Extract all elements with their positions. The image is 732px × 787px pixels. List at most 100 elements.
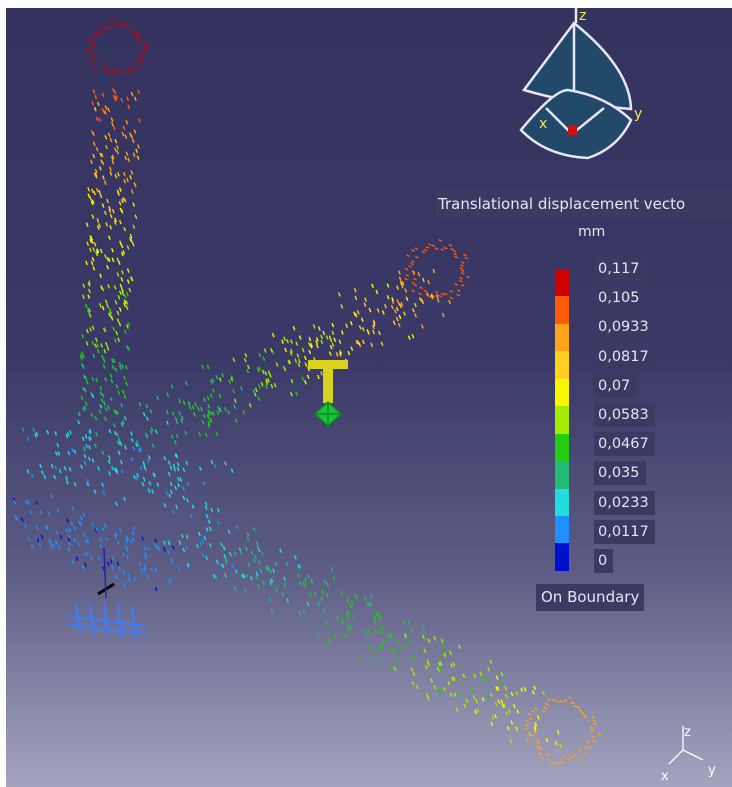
vector-arrow xyxy=(118,321,122,327)
vector-arrow xyxy=(100,398,104,403)
vector-arrow xyxy=(91,101,95,106)
vector-arrow xyxy=(32,427,36,432)
vector-arrow xyxy=(417,272,421,277)
vector-arrow xyxy=(86,328,89,334)
vector-arrow xyxy=(265,384,268,390)
vector-arrow xyxy=(281,592,284,597)
vector-arrow xyxy=(515,691,519,696)
vector-arrow xyxy=(122,250,126,255)
vector-arrow xyxy=(243,357,247,363)
vector-arrow xyxy=(101,92,105,98)
vector-arrow xyxy=(206,395,210,401)
vector-arrow xyxy=(84,434,88,439)
vector-arrow xyxy=(149,408,153,414)
vector-arrow xyxy=(39,463,42,468)
vector-arrow xyxy=(84,539,88,544)
vector-arrow xyxy=(472,695,476,700)
vector-arrow xyxy=(208,526,212,532)
vector-arrow xyxy=(122,171,126,177)
vector-arrow xyxy=(402,618,406,624)
vector-arrow xyxy=(229,551,232,557)
vector-arrow xyxy=(103,327,106,333)
vector-arrow xyxy=(325,335,329,340)
vector-arrow xyxy=(95,251,99,257)
legend-value-label: 0 xyxy=(594,549,614,573)
vector-arrow xyxy=(171,411,175,417)
vector-arrow xyxy=(92,247,95,252)
vector-arrow xyxy=(456,692,460,697)
legend-value-label: 0,0233 xyxy=(594,490,655,515)
vector-arrow xyxy=(363,302,367,307)
vector-arrow xyxy=(137,118,141,123)
vector-arrow xyxy=(127,573,131,578)
vector-arrow xyxy=(216,520,220,526)
vector-arrow xyxy=(82,283,86,289)
3d-viewport[interactable]: z x y z x y Translational displacement v… xyxy=(6,8,732,787)
vector-arrow xyxy=(99,543,103,549)
vector-arrow xyxy=(98,223,101,228)
vector-arrow xyxy=(125,305,129,310)
vector-arrow xyxy=(257,366,261,371)
vector-arrow xyxy=(46,525,49,530)
vector-arrow xyxy=(125,537,129,543)
vector-arrow xyxy=(120,468,124,474)
vector-arrow xyxy=(551,698,556,702)
vector-arrow xyxy=(138,51,143,55)
displacement-vector-plot[interactable]: z x y z x y xyxy=(6,8,732,787)
vector-arrow xyxy=(113,25,117,29)
vector-arrow xyxy=(107,459,111,465)
vector-arrow xyxy=(503,703,506,708)
vector-arrow xyxy=(109,171,113,176)
vector-arrow xyxy=(102,358,106,364)
vector-arrow xyxy=(105,144,108,150)
vector-arrow xyxy=(108,428,112,434)
vector-arrow xyxy=(81,436,85,442)
vector-arrow xyxy=(88,288,91,294)
vector-arrow xyxy=(414,247,419,251)
vector-arrow xyxy=(197,531,201,537)
axis-y-label: y xyxy=(708,763,716,778)
vector-arrow xyxy=(89,327,92,332)
vector-arrow xyxy=(316,631,320,637)
vector-arrow xyxy=(36,538,40,543)
vector-arrow xyxy=(427,661,430,667)
vector-arrow xyxy=(406,254,410,258)
vector-arrow xyxy=(26,436,30,442)
vector-arrow xyxy=(88,279,91,284)
compass-icon[interactable]: z x y xyxy=(519,8,642,160)
legend-swatch xyxy=(555,323,569,352)
vector-arrow xyxy=(92,353,96,358)
vector-arrow xyxy=(459,266,464,270)
vector-arrow xyxy=(265,566,268,571)
vector-arrow xyxy=(373,615,377,621)
vector-arrow xyxy=(443,652,447,658)
vector-arrow xyxy=(330,567,334,572)
axis-triad-icon: z x y xyxy=(661,725,716,784)
vector-arrow xyxy=(374,648,378,654)
vector-arrow xyxy=(54,451,58,456)
vector-arrow xyxy=(356,657,360,662)
vector-arrow xyxy=(73,537,77,543)
vector-arrow xyxy=(355,596,359,601)
vector-arrow xyxy=(126,555,129,560)
vector-arrow xyxy=(111,209,115,214)
vector-arrow xyxy=(143,41,148,45)
vector-arrow xyxy=(117,294,121,300)
vector-arrow xyxy=(396,658,400,663)
vector-arrow xyxy=(450,247,454,251)
vector-arrow xyxy=(99,248,103,254)
vector-arrow xyxy=(133,96,137,101)
vector-arrow xyxy=(473,673,477,678)
vector-arrow xyxy=(227,410,231,415)
vector-arrow xyxy=(230,468,234,473)
vector-arrow xyxy=(113,285,117,290)
vector-arrow xyxy=(224,407,227,412)
vector-arrow xyxy=(392,320,396,325)
vector-arrow xyxy=(199,541,202,546)
vector-arrow xyxy=(499,680,503,686)
vector-arrow xyxy=(113,220,117,225)
vector-arrow xyxy=(89,196,92,201)
vector-arrow xyxy=(118,23,123,27)
vector-arrow xyxy=(118,71,123,75)
vector-arrow xyxy=(143,567,146,572)
